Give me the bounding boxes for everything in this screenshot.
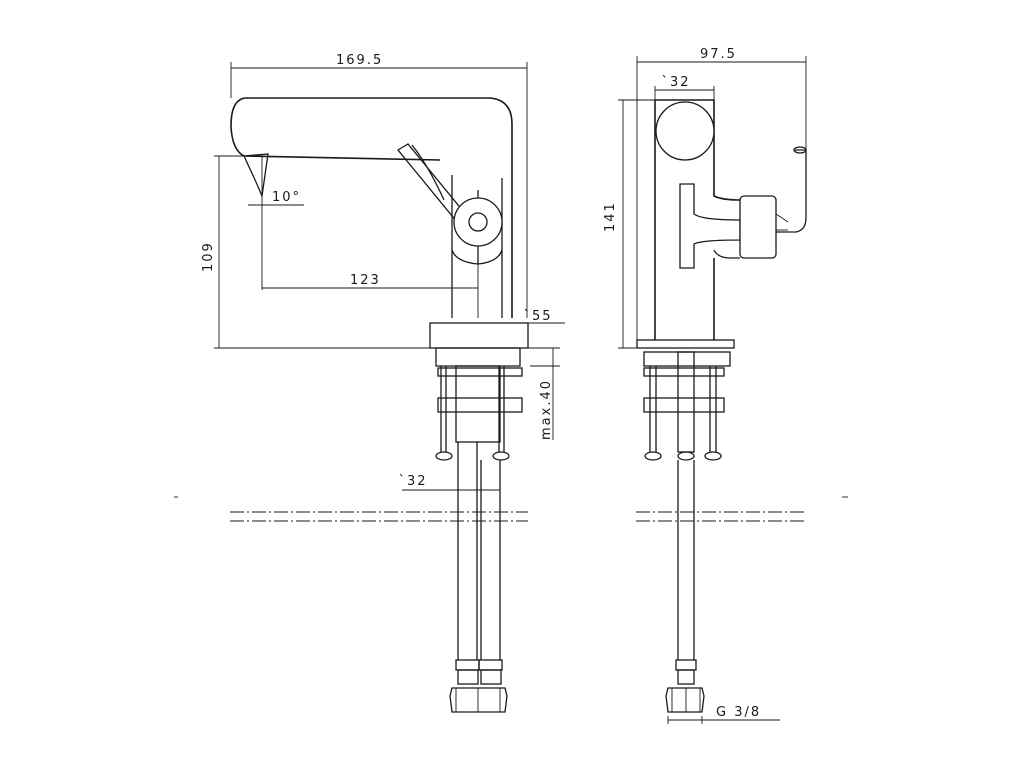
dim-97-5-label: 97.5 — [700, 47, 737, 62]
dim-total-width-side: 169.5 — [230, 53, 528, 318]
dim-169-5-label: 169.5 — [336, 53, 383, 68]
side-view: 169.5 109 — [201, 53, 565, 713]
front-view: 97.5 ̀32 141 — [603, 47, 807, 724]
base-front — [636, 339, 735, 660]
faucet-body-front — [654, 99, 807, 340]
dim-height-side: 109 — [201, 155, 440, 349]
dim-10deg-label: 10° — [272, 190, 301, 205]
dim-g38-label: G 3/8 — [716, 705, 761, 720]
dim-d32-side-label: ̀32 — [399, 474, 428, 489]
dim-angle: 10° — [248, 190, 304, 206]
dim-reach: 123 — [262, 264, 479, 318]
base-flange: ̀55 — [429, 309, 565, 349]
lever-handle — [397, 143, 503, 247]
dim-max40-label: max.40 — [539, 379, 554, 440]
dim-d55-label: ̀55 — [524, 309, 553, 324]
dim-109-label: 109 — [201, 241, 216, 272]
hose-fittings-side — [449, 659, 508, 713]
mounting-kit-side: max.40 ̀32 — [399, 347, 560, 713]
dim-123-label: 123 — [350, 273, 381, 288]
dim-d32-front-label: ̀32 — [662, 75, 691, 90]
break-lines — [174, 496, 848, 522]
dim-height-front: 141 — [603, 99, 655, 349]
dim-141-label: 141 — [603, 201, 618, 232]
hose-fitting-front: G 3/8 — [665, 659, 780, 724]
dim-total-width-front: 97.5 — [636, 47, 807, 340]
